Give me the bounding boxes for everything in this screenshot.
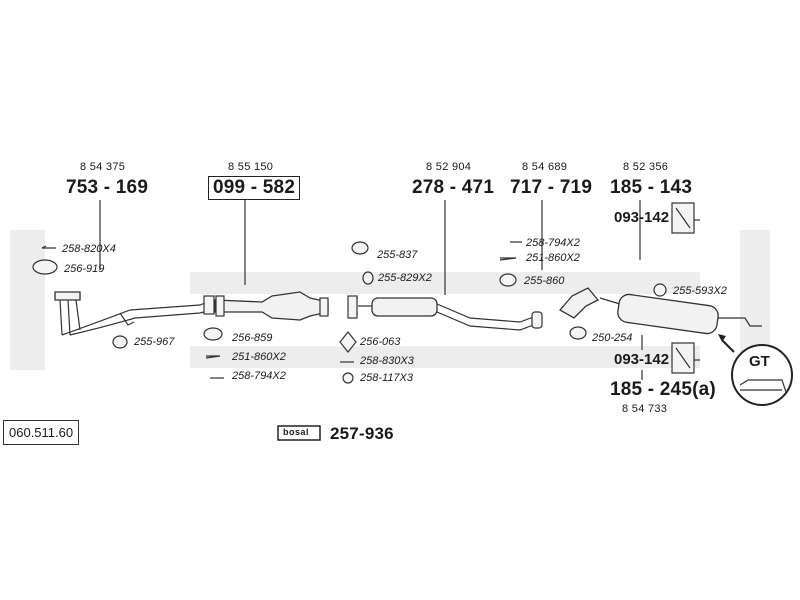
acc-250-254: 250-254 [592,332,633,344]
acc-255-967: 255-967 [134,336,175,348]
ref-8-54-689: 8 54 689 [522,161,568,173]
acc-256-063: 256-063 [360,336,401,348]
ref-8-54-733: 8 54 733 [622,403,668,415]
kit-number: 257-936 [330,424,394,443]
ref-8-52-904: 8 52 904 [426,161,472,173]
bend-pipe-717-719 [558,287,600,319]
hanger-bottom-label: 093-142 [614,351,670,368]
part-185-143: 185 - 143 [610,177,693,198]
bosal-logo-icon [277,425,321,441]
hanger-top-icon [671,202,695,234]
acc-258-794x2-b: 258-794X2 [526,237,580,249]
acc-255-829x2: 255-829X2 [378,272,432,284]
hanger-bottom-icon [671,342,695,374]
page-code: 060.511.60 [3,420,80,445]
acc-255-593x2: 255-593X2 [673,285,727,297]
part-717-719: 717 - 719 [510,177,593,198]
acc-251-860x2-b: 251-860X2 [526,252,580,264]
acc-258-830x3: 258-830X3 [360,355,414,367]
acc-251-860x2: 251-860X2 [232,351,286,363]
part-099-582: 099 - 582 [208,176,301,200]
rear-muffler [599,293,762,335]
bosal-logo-text: bosal [283,427,310,437]
acc-258-794x2: 258-794X2 [232,370,286,382]
accessory-glyphs [32,241,667,384]
hanger-top-label: 093-142 [614,209,670,226]
gt-detail-circle [718,334,793,406]
part-185-245a: 185 - 245(a) [610,379,716,400]
acc-256-859: 256-859 [232,332,273,344]
acc-256-919: 256-919 [64,263,105,275]
ref-8-52-356: 8 52 356 [623,161,669,173]
part-753-169: 753 - 169 [66,177,149,198]
catalyst-099-582 [214,291,329,321]
ref-8-54-375: 8 54 375 [80,161,126,173]
ref-8-55-150: 8 55 150 [228,161,274,173]
middle-muffler-278-471 [347,295,543,331]
leader-lines [99,200,700,380]
gt-label: GT [749,353,770,370]
part-278-471: 278 - 471 [412,177,495,198]
acc-255-837: 255-837 [377,249,418,261]
acc-255-860: 255-860 [524,275,565,287]
front-pipe-753-169 [54,291,215,336]
acc-258-820x4: 258-820X4 [62,243,116,255]
acc-258-117x3: 258-117X3 [360,372,414,384]
